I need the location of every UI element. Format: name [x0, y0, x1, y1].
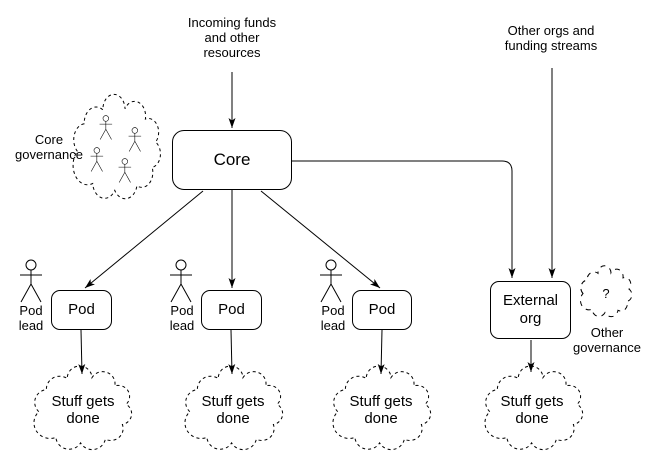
- pod-node-2: Pod: [201, 290, 262, 330]
- arrow-core-to-pod-1: [84, 190, 204, 289]
- arrow-pod-3-to-outcome: [377, 329, 385, 375]
- other-governance-label: Other governance: [573, 325, 641, 355]
- arrow-core-to-external-org: [292, 160, 516, 278]
- core-governance-label: Core governance: [15, 132, 83, 162]
- question-mark-label: ?: [602, 286, 610, 301]
- outcome-label-3: Stuff gets done: [349, 393, 413, 427]
- pod-node-1: Pod: [51, 290, 112, 330]
- arrow-pod-1-to-outcome: [78, 329, 86, 375]
- pod-lead-label-3: Pod lead: [320, 303, 346, 333]
- other-orgs-label: Other orgs and funding streams: [504, 23, 598, 53]
- actor-icon-pod-lead-1: [19, 259, 43, 303]
- pod-node-3: Pod: [352, 290, 412, 330]
- outcome-label-1: Stuff gets done: [51, 393, 115, 427]
- actor-icon-pod-lead-3: [319, 259, 343, 303]
- outcome-label-4: Stuff gets done: [500, 393, 564, 427]
- arrow-pod-2-to-outcome: [228, 329, 236, 375]
- actor-icon-pod-lead-2: [169, 259, 193, 303]
- pod-lead-label-2: Pod lead: [169, 303, 195, 333]
- pod-lead-label-1: Pod lead: [18, 303, 44, 333]
- incoming-funds-label: Incoming funds and other resources: [187, 15, 277, 60]
- core-node: Core: [172, 130, 292, 190]
- external-org-node: External org: [490, 281, 571, 339]
- arrow-core-to-pod-3: [260, 190, 381, 289]
- outcome-label-2: Stuff gets done: [201, 393, 265, 427]
